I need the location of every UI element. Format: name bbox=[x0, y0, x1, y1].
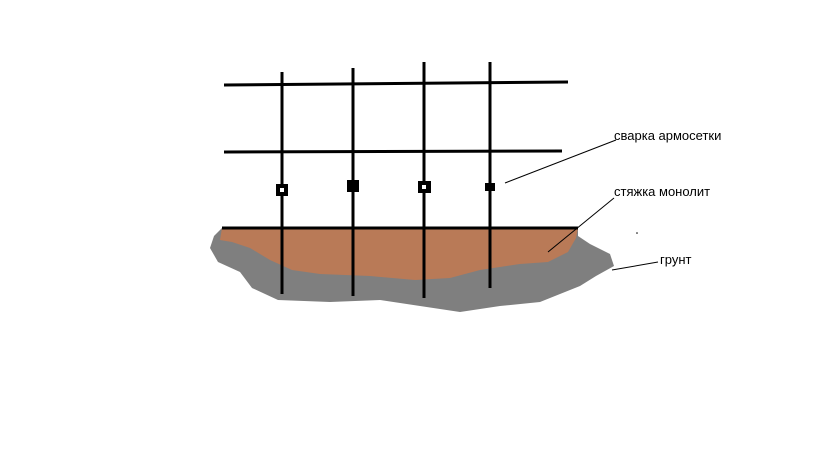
weld-clamp-1-hole bbox=[280, 188, 284, 192]
horizontal-rebar-top bbox=[223, 80, 569, 87]
weld-clamp-4 bbox=[485, 183, 495, 191]
weld-clamp-2 bbox=[347, 180, 359, 192]
label-welding: сварка армосетки bbox=[614, 128, 721, 143]
weld-clamp-3-hole bbox=[422, 185, 426, 189]
leader-line-welding bbox=[504, 139, 617, 184]
stray-dot bbox=[636, 232, 638, 234]
leader-line-soil bbox=[611, 261, 659, 271]
label-screed: стяжка монолит bbox=[614, 184, 710, 199]
leader-line-screed bbox=[547, 197, 615, 253]
label-soil: грунт bbox=[660, 252, 692, 267]
horizontal-rebar-middle bbox=[223, 149, 563, 154]
